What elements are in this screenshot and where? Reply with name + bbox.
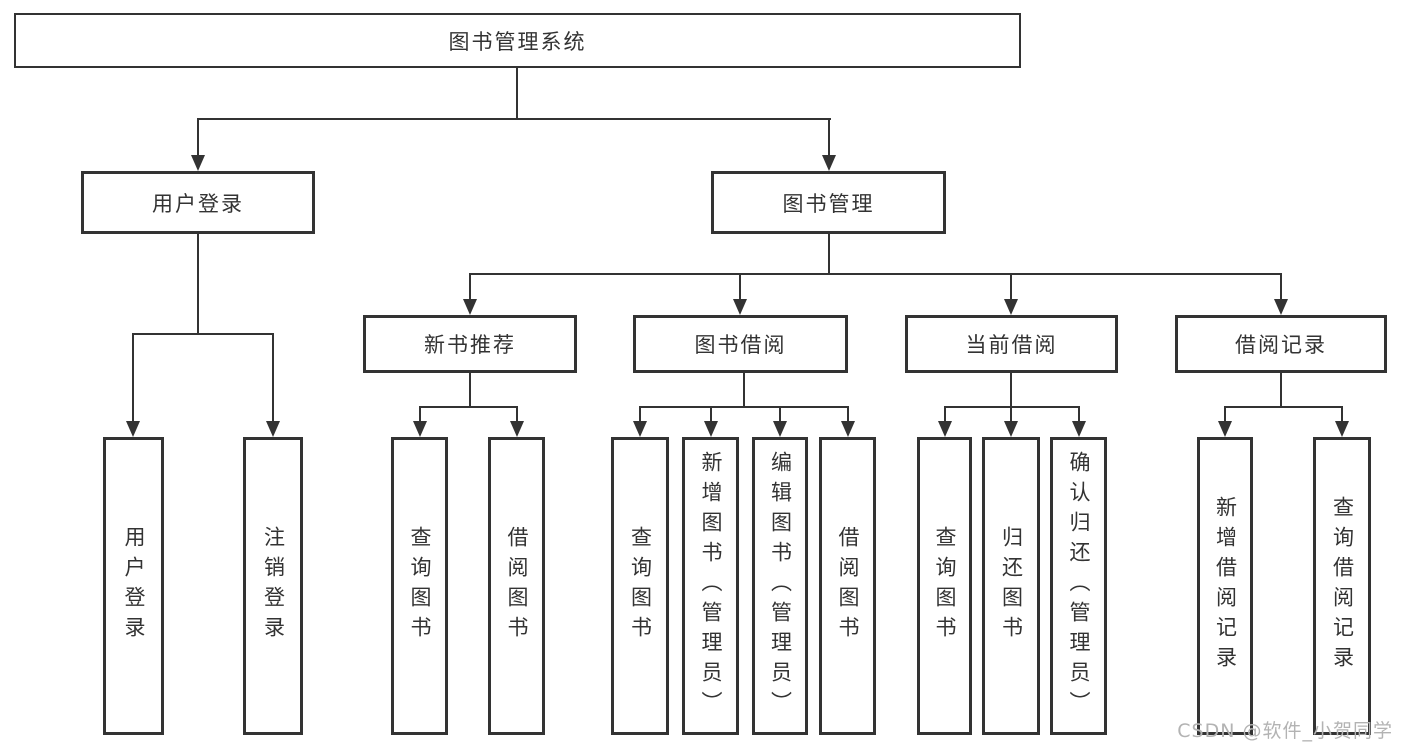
connector: [132, 333, 134, 421]
arrowhead: [773, 421, 787, 437]
node-label: 用户登录: [152, 191, 244, 216]
connector: [1010, 406, 1012, 421]
connector: [828, 234, 830, 273]
connector: [197, 234, 199, 333]
arrowhead: [126, 421, 140, 437]
leaf-label: 查询图书: [408, 526, 432, 646]
leaf-edit-books-admin: 编辑图书（管理员）: [752, 437, 808, 735]
connector: [639, 406, 641, 421]
node-user-login: 用户登录: [81, 171, 315, 234]
connector: [743, 373, 745, 406]
connector: [197, 118, 199, 155]
leaf-logout: 注销登录: [243, 437, 303, 735]
leaf-add-borrow-record: 新增借阅记录: [1197, 437, 1253, 735]
arrowhead: [1218, 421, 1232, 437]
csdn-watermark: CSDN @软件_小贺同学: [1177, 720, 1393, 742]
node-label: 当前借阅: [965, 333, 1058, 357]
leaf-user-login: 用户登录: [103, 437, 164, 735]
arrowhead: [266, 421, 280, 437]
connector: [1280, 373, 1282, 406]
node-label: 图书借阅: [694, 333, 787, 357]
leaf-return-books: 归还图书: [982, 437, 1040, 735]
connector: [710, 406, 712, 421]
arrowhead: [841, 421, 855, 437]
leaf-label: 归还图书: [999, 526, 1024, 646]
connector: [469, 273, 471, 299]
arrowhead: [733, 299, 747, 315]
node-library-management-system: 图书管理系统: [14, 13, 1021, 68]
connector: [944, 406, 1080, 408]
connector: [197, 118, 831, 120]
node-new-book-recommendation: 新书推荐: [363, 315, 577, 373]
node-label: 新书推荐: [424, 333, 516, 357]
node-label: 图书管理系统: [448, 29, 587, 54]
arrowhead: [463, 299, 477, 315]
connector: [132, 333, 274, 335]
connector: [739, 273, 741, 299]
node-label: 图书管理: [782, 191, 875, 216]
connector: [847, 406, 849, 421]
connector: [1341, 406, 1343, 421]
arrowhead: [822, 155, 836, 171]
connector: [272, 333, 274, 421]
connector: [419, 406, 421, 421]
arrowhead: [704, 421, 718, 437]
node-current-borrowing: 当前借阅: [905, 315, 1118, 373]
connector: [779, 406, 781, 421]
connector: [944, 406, 946, 421]
leaf-label: 新增借阅记录: [1213, 496, 1238, 676]
leaf-label: 新增图书（管理员）: [699, 451, 723, 721]
connector: [828, 118, 830, 155]
leaf-label: 用户登录: [122, 526, 146, 646]
arrowhead: [1004, 299, 1018, 315]
leaf-query-books-recommend: 查询图书: [391, 437, 448, 735]
connector: [419, 406, 518, 408]
node-borrowing-records: 借阅记录: [1175, 315, 1387, 373]
leaf-query-books-current: 查询图书: [917, 437, 972, 735]
leaf-query-borrow-record: 查询借阅记录: [1313, 437, 1371, 735]
connector: [469, 273, 1282, 275]
leaf-query-books-borrowing: 查询图书: [611, 437, 669, 735]
node-label: 借阅记录: [1235, 333, 1327, 357]
connector: [469, 373, 471, 406]
connector: [1010, 373, 1012, 406]
leaf-confirm-return-admin: 确认归还（管理员）: [1050, 437, 1107, 735]
arrowhead: [510, 421, 524, 437]
connector: [1224, 406, 1343, 408]
connector: [1078, 406, 1080, 421]
leaf-label: 借阅图书: [836, 526, 860, 646]
connector: [516, 406, 518, 421]
node-book-borrowing: 图书借阅: [633, 315, 848, 373]
connector: [639, 406, 849, 408]
leaf-label: 注销登录: [261, 526, 286, 646]
arrowhead: [1072, 421, 1086, 437]
leaf-label: 确认归还（管理员）: [1067, 451, 1091, 721]
connector: [1280, 273, 1282, 299]
arrowhead: [1335, 421, 1349, 437]
arrowhead: [1274, 299, 1288, 315]
leaf-label: 借阅图书: [505, 526, 529, 646]
connector: [516, 68, 518, 118]
leaf-borrow-books: 借阅图书: [819, 437, 876, 735]
leaf-label: 查询图书: [933, 526, 957, 646]
arrowhead: [191, 155, 205, 171]
arrowhead: [1004, 421, 1018, 437]
leaf-label: 查询图书: [628, 526, 653, 646]
leaf-borrow-books-recommend: 借阅图书: [488, 437, 545, 735]
arrowhead: [938, 421, 952, 437]
node-book-management: 图书管理: [711, 171, 946, 234]
arrowhead: [413, 421, 427, 437]
leaf-label: 查询借阅记录: [1330, 496, 1355, 676]
leaf-label: 编辑图书（管理员）: [768, 451, 793, 721]
connector: [1010, 273, 1012, 299]
connector: [1224, 406, 1226, 421]
leaf-add-books-admin: 新增图书（管理员）: [682, 437, 739, 735]
arrowhead: [633, 421, 647, 437]
